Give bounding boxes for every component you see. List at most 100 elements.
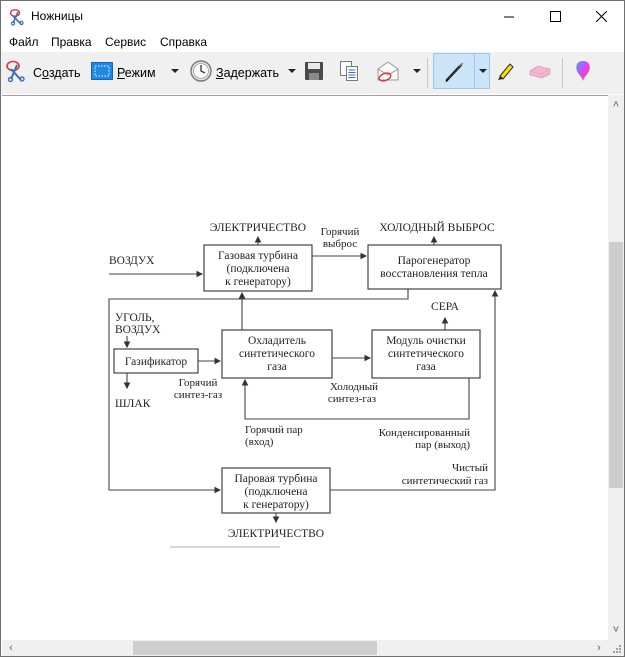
rectangle-snip-icon [91, 61, 113, 85]
window-title: Ножницы [31, 9, 84, 23]
close-icon [595, 11, 607, 22]
sulfur-label: СЕРА [431, 301, 460, 313]
envelope-icon [376, 60, 400, 87]
pen-split-divider [474, 53, 475, 89]
cleanup-block [371, 329, 481, 379]
scroll-down-icon[interactable]: ˅ [612, 624, 620, 636]
highlighter-button[interactable] [496, 58, 516, 88]
send-dropdown-arrow[interactable] [413, 69, 421, 73]
gas-turbine-text: Газовая турбина (подключена к генератору… [218, 250, 298, 288]
title-bar[interactable]: Ножницы [1, 1, 624, 32]
scroll-right-icon[interactable]: › [597, 642, 601, 654]
svg-text:к генератору): к генератору) [225, 276, 291, 288]
menu-help[interactable]: Справка [160, 35, 208, 49]
new-snip-label: Создать [33, 66, 81, 80]
hot-syngas-label-1: Горячий [179, 377, 218, 389]
eraser-button[interactable] [528, 58, 552, 88]
hot-steam-label-1: Горячий пар [245, 424, 303, 436]
scroll-left-icon[interactable]: ‹ [9, 642, 13, 654]
pen-dropdown-arrow[interactable] [479, 69, 487, 73]
svg-text:Модуль очистки: Модуль очистки [386, 335, 466, 347]
svg-text:Охладитель: Охладитель [248, 335, 306, 347]
hot-exhaust-label-1: Горячий [321, 226, 360, 238]
snip-canvas[interactable]: Газовая турбина (подключена к генератору… [2, 95, 608, 640]
copy-icon [340, 60, 358, 86]
delay-dropdown-arrow[interactable] [288, 69, 296, 73]
svg-text:к генератору): к генератору) [243, 499, 309, 511]
hot-steam-label-2: (вход) [245, 436, 274, 448]
gasifier-block [113, 348, 199, 374]
condensed-steam-label-2: пар (выход) [415, 439, 470, 451]
minimize-button[interactable] [486, 1, 532, 32]
floppy-disk-icon [305, 61, 323, 85]
electricity-bottom-label: ЭЛЕКТРИЧЕСТВО [228, 528, 324, 540]
toolbar: Создать Режим Задержать [1, 52, 624, 94]
cropped-caption-fragment [170, 546, 280, 548]
cold-syngas-label-1: Холодный [330, 381, 378, 393]
gas-turbine-block [203, 244, 313, 292]
maximize-icon [549, 11, 561, 22]
paint3d-button[interactable] [573, 58, 593, 88]
scroll-up-icon[interactable]: ˄ [612, 99, 620, 111]
gasifier-text: Газификатор [125, 356, 188, 368]
cleanup-text: Модуль очистки синтетического газа [386, 335, 466, 373]
resize-grip[interactable] [608, 640, 624, 656]
delay-label: Задержать [216, 66, 279, 80]
menu-tools[interactable]: Сервис [105, 35, 147, 49]
clean-syngas-line [330, 289, 499, 491]
clean-syngas-label-2: синтетический газ [402, 475, 488, 487]
coal-air-label-2: ВОЗДУХ [115, 324, 161, 336]
hrsg-block [367, 244, 502, 290]
slag-label: ШЛАК [115, 398, 151, 410]
condensed-steam-label-1: Конденсированный [379, 427, 470, 439]
copy-button[interactable] [340, 58, 358, 88]
svg-text:газа: газа [267, 361, 286, 373]
hrsg-text: Парогенератор восстановления тепла [380, 255, 488, 280]
svg-text:синтетического: синтетического [239, 348, 315, 360]
menu-edit[interactable]: Правка [51, 35, 92, 49]
svg-text:газа: газа [416, 361, 435, 373]
steam-turbine-text: Паровая турбина (подключена к генератору… [234, 473, 317, 511]
toolbar-separator-2 [562, 58, 563, 88]
menu-file[interactable]: Файл [9, 35, 39, 49]
horizontal-scroll-thumb[interactable] [133, 641, 377, 655]
cooler-block [221, 329, 333, 379]
vertical-scroll-thumb[interactable] [609, 242, 623, 488]
save-button[interactable] [305, 58, 323, 88]
svg-text:Парогенератор: Парогенератор [398, 255, 471, 267]
cooler-text: Охладитель синтетического газа [239, 335, 315, 373]
clock-icon [190, 59, 212, 87]
mode-label: Режим [117, 66, 156, 80]
steam-return-loop [241, 378, 470, 420]
cold-syngas-label-2: синтез-газ [328, 393, 376, 405]
resize-grip-icon [613, 645, 621, 653]
delay-button[interactable]: Задержать [190, 58, 279, 88]
toolbar-separator [427, 58, 428, 88]
mode-button[interactable]: Режим [91, 58, 156, 88]
menu-bar: Файл Правка Сервис Справка [1, 32, 624, 52]
svg-text:(подключена: (подключена [245, 486, 308, 498]
svg-text:синтетического: синтетического [388, 348, 464, 360]
vertical-scrollbar[interactable]: ˄ ˅ [608, 95, 624, 640]
air-label: ВОЗДУХ [109, 255, 155, 267]
mode-dropdown-arrow[interactable] [171, 69, 179, 73]
horizontal-scrollbar[interactable]: ‹ › [2, 640, 608, 656]
hot-exhaust-label-2: выброс [323, 238, 357, 250]
scissors-app-icon [9, 8, 27, 26]
send-snip-button[interactable] [376, 58, 400, 88]
new-snip-button[interactable]: Создать [5, 58, 81, 88]
scissors-icon [5, 59, 29, 88]
svg-text:Паровая турбина: Паровая турбина [234, 473, 317, 485]
hot-syngas-label-2: синтез-газ [174, 389, 222, 401]
pen-icon [444, 61, 466, 88]
cold-exhaust-label: ХОЛОДНЫЙ ВЫБРОС [379, 220, 495, 234]
highlighter-icon [496, 60, 516, 87]
maximize-button[interactable] [532, 1, 578, 32]
minimize-icon [504, 16, 514, 17]
close-button[interactable] [578, 1, 624, 32]
electricity-top-label: ЭЛЕКТРИЧЕСТВО [210, 222, 306, 234]
svg-text:Газовая турбина: Газовая турбина [218, 250, 298, 262]
svg-text:(подключена: (подключена [227, 263, 290, 275]
eraser-icon [528, 62, 552, 85]
